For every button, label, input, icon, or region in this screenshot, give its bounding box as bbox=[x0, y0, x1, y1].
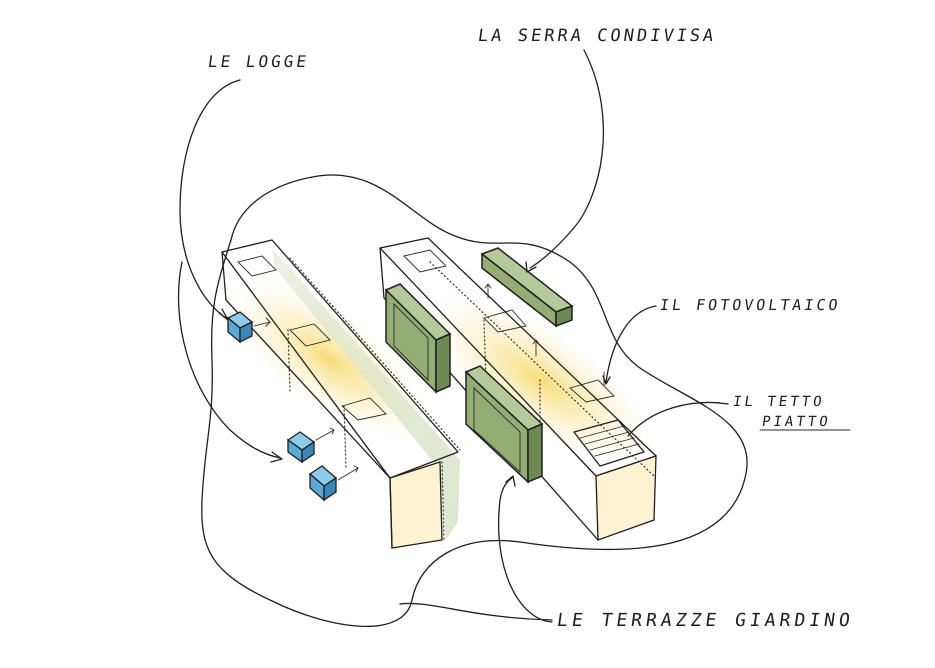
label-il-tetto: IL TETTO bbox=[731, 394, 826, 410]
leader-terrazze-left bbox=[399, 602, 553, 621]
left-roof-glow bbox=[228, 279, 432, 441]
label-piatto: PIATTO bbox=[760, 414, 832, 430]
green-panel-bottom bbox=[464, 365, 544, 484]
leader-terrazze bbox=[498, 477, 553, 623]
left-front-face bbox=[389, 461, 443, 549]
blue-loggia-cube-1 bbox=[226, 311, 254, 344]
blue-loggia-cube-3 bbox=[308, 465, 338, 502]
left-building-block bbox=[221, 239, 461, 549]
leader-logge-lower bbox=[177, 261, 281, 459]
right-building-block bbox=[379, 237, 657, 541]
label-il-fotovoltaico: IL FOTOVOLTAICO bbox=[658, 296, 842, 314]
label-la-serra-condivisa: LA SERRA CONDIVISA bbox=[476, 26, 718, 46]
green-panel-middle bbox=[384, 283, 452, 394]
enclosing-outline bbox=[201, 174, 748, 627]
blue-loggia-cube-2 bbox=[286, 431, 316, 464]
label-le-logge: LE LOGGE bbox=[206, 52, 311, 71]
leader-tetto bbox=[627, 401, 729, 437]
leader-logge bbox=[179, 79, 241, 319]
green-panel-top bbox=[480, 247, 574, 328]
flat-roof-hatch bbox=[573, 419, 645, 467]
right-front-face bbox=[595, 455, 657, 541]
leader-fotovoltaico bbox=[605, 305, 657, 383]
leader-serra bbox=[529, 49, 605, 269]
label-le-terrazze-giardino: LE TERRAZZE GIARDINO bbox=[555, 610, 856, 631]
left-side-wash bbox=[272, 248, 460, 540]
